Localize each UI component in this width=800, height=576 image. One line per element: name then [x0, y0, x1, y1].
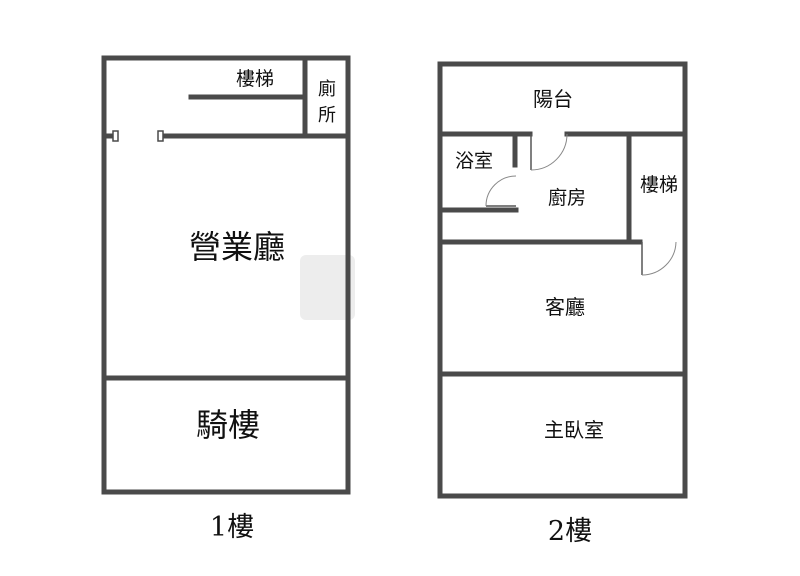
watermark-logo [300, 255, 355, 320]
floor-1-toilet-label-2: 所 [318, 105, 336, 126]
floor-2-plan: 陽台 浴室 廚房 樓梯 客廳 主臥室 [437, 61, 688, 499]
floor-2-caption: 2樓 [548, 516, 592, 547]
floor-2-balcony-label: 陽台 [533, 87, 573, 111]
floor-2-master-bedroom-label: 主臥室 [544, 418, 604, 442]
floor-1-door-jamb-right [157, 130, 164, 142]
floor-2-living-door [641, 241, 677, 276]
floor-1-caption: 1樓 [210, 512, 254, 543]
floor-1-business-hall-label: 營業廳 [189, 228, 285, 266]
floor-1-arcade-label: 騎樓 [196, 406, 260, 444]
floor-1-plan: 樓梯 廁 所 營業廳 騎樓 [101, 55, 351, 495]
floor-1-toilet-label-1: 廁 [318, 78, 336, 100]
floor-2-kitchen-label: 廚房 [548, 186, 586, 209]
floor-2-living-room-label: 客廳 [545, 295, 585, 319]
floor-1-door-jamb-left [112, 130, 119, 142]
floor-1-outer-wall [101, 55, 351, 495]
floor-2-outer-wall [437, 61, 688, 499]
floor-2-bathroom-label: 浴室 [455, 150, 493, 172]
floor-2-stairs-label: 樓梯 [640, 174, 678, 196]
floor-1-stairs-label: 樓梯 [236, 68, 274, 90]
floor-2-bath-door [485, 175, 517, 207]
floor-2-balcony-door [530, 133, 568, 171]
